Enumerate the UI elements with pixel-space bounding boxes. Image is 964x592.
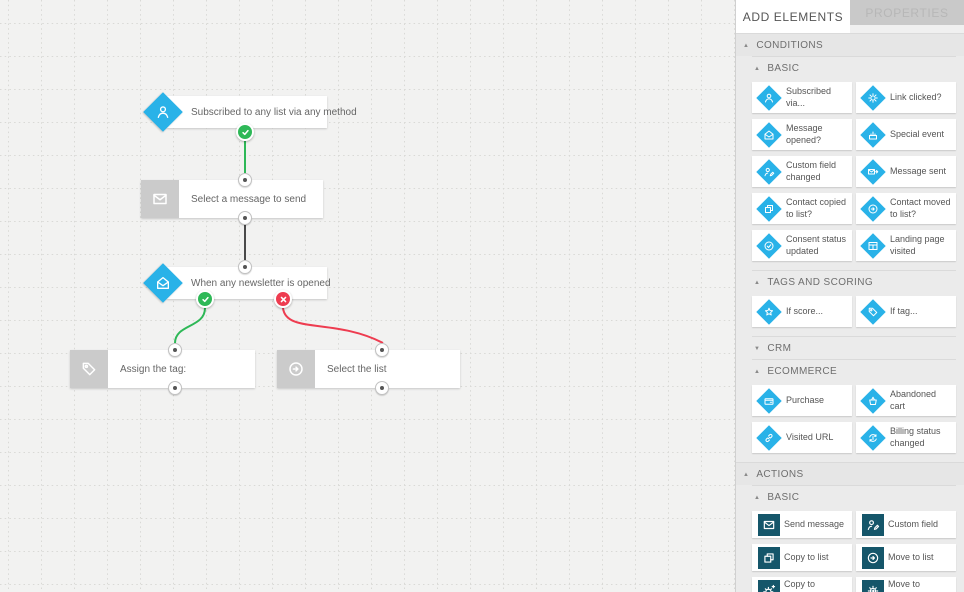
element-visited-url[interactable]: Visited URL <box>752 422 852 453</box>
check-circle-icon <box>755 232 782 259</box>
element-move-to-list[interactable]: Move to list <box>856 544 956 571</box>
element-contact-copied[interactable]: Contact copied to list? <box>752 193 852 224</box>
copy-icon <box>755 195 782 222</box>
collapse-triangle-icon: ▲ <box>743 471 750 478</box>
input-port[interactable] <box>375 343 389 357</box>
link-icon <box>755 424 782 451</box>
conditions-tags-grid: If score... If tag... <box>752 296 956 327</box>
actions-basic-grid: Send message Custom field Copy to list M… <box>752 511 956 592</box>
element-contact-moved[interactable]: Contact moved to list? <box>856 193 956 224</box>
node-label: When any newsletter is opened <box>191 277 331 289</box>
element-landing-page[interactable]: Landing page visited <box>856 230 956 261</box>
wallet-icon <box>755 387 782 414</box>
arrow-circle-icon <box>277 350 315 388</box>
arrow-circle-icon <box>862 546 884 569</box>
connection-yes-branch <box>174 307 206 344</box>
browser-icon <box>859 232 886 259</box>
basket-icon <box>859 387 886 414</box>
arrow-circle-icon <box>859 195 886 222</box>
element-consent-status[interactable]: Consent status updated <box>752 230 852 261</box>
envelope-icon <box>758 513 780 536</box>
sidebar-body: ▲ CONDITIONS ▲ BASIC Subscribed via... L… <box>736 33 964 592</box>
node-label: Subscribed to any list via any method <box>191 106 357 118</box>
output-port[interactable] <box>375 381 389 395</box>
subsection-actions-basic[interactable]: ▲ BASIC <box>752 485 956 508</box>
copy-icon <box>758 546 780 569</box>
star-icon <box>755 298 782 325</box>
tab-add-elements[interactable]: ADD ELEMENTS <box>736 0 850 33</box>
connections-layer <box>174 141 384 344</box>
input-port[interactable] <box>238 173 252 187</box>
section-actions[interactable]: ▲ ACTIONS <box>736 462 964 485</box>
element-custom-field-changed[interactable]: Custom field changed <box>752 156 852 187</box>
conditions-basic-grid: Subscribed via... Link clicked? Message … <box>752 82 956 261</box>
subsection-conditions-basic[interactable]: ▲ BASIC <box>752 56 956 79</box>
collapse-triangle-icon: ▲ <box>754 494 761 501</box>
node-subscribed[interactable]: Subscribed to any list via any method <box>143 92 357 132</box>
collapse-triangle-icon: ▲ <box>754 65 761 72</box>
input-port[interactable] <box>238 260 252 274</box>
conditions-ecommerce-grid: Purchase Abandoned cart Visited URL Bill… <box>752 385 956 453</box>
element-link-clicked[interactable]: Link clicked? <box>856 82 956 113</box>
envelope-send-icon <box>859 158 886 185</box>
element-special-event[interactable]: Special event <box>856 119 956 150</box>
subsection-conditions-ecommerce[interactable]: ▲ ECOMMERCE <box>752 359 956 382</box>
element-copy-to-workflow[interactable]: Copy to workflow <box>752 577 852 592</box>
canvas-dotted-grid <box>0 0 735 592</box>
person-icon <box>143 92 183 132</box>
element-move-to-workflow[interactable]: Move to workflow <box>856 577 956 592</box>
cake-icon <box>859 121 886 148</box>
subsection-conditions-tags[interactable]: ▲ TAGS AND SCORING <box>752 270 956 293</box>
connection-no-branch <box>282 307 384 344</box>
node-assign-tag[interactable]: Assign the tag: <box>70 350 255 388</box>
billing-refresh-icon <box>859 424 886 451</box>
node-label: Assign the tag: <box>120 363 187 375</box>
collapse-triangle-icon: ▲ <box>754 368 761 375</box>
element-message-sent[interactable]: Message sent <box>856 156 956 187</box>
element-billing-status[interactable]: Billing status changed <box>856 422 956 453</box>
subsection-conditions-crm[interactable]: ▼ CRM <box>752 336 956 359</box>
node-label: Select a message to send <box>191 193 307 205</box>
envelope-open-icon <box>755 121 782 148</box>
person-edit-icon <box>755 158 782 185</box>
envelope-open-icon <box>143 263 183 303</box>
element-send-message[interactable]: Send message <box>752 511 852 538</box>
tag-icon <box>859 298 886 325</box>
output-port[interactable] <box>238 211 252 225</box>
no-branch-x-icon[interactable] <box>274 290 292 308</box>
elements-sidebar: ADD ELEMENTS PROPERTIES ▲ CONDITIONS ▲ B… <box>735 0 964 592</box>
success-badge-check-icon[interactable] <box>236 123 254 141</box>
element-subscribed-via[interactable]: Subscribed via... <box>752 82 852 113</box>
node-label: Select the list <box>327 363 387 375</box>
tab-properties[interactable]: PROPERTIES <box>850 0 964 25</box>
person-edit-icon <box>862 513 884 536</box>
element-purchase[interactable]: Purchase <box>752 385 852 416</box>
yes-branch-check-icon[interactable] <box>196 290 214 308</box>
person-icon <box>755 84 782 111</box>
output-port[interactable] <box>168 381 182 395</box>
element-abandoned-cart[interactable]: Abandoned cart <box>856 385 956 416</box>
envelope-icon <box>141 180 179 218</box>
element-if-score[interactable]: If score... <box>752 296 852 327</box>
sidebar-tabs: ADD ELEMENTS PROPERTIES <box>736 0 964 33</box>
element-if-tag[interactable]: If tag... <box>856 296 956 327</box>
tag-icon <box>70 350 108 388</box>
gear-plus-icon <box>758 579 780 592</box>
gear-arrow-icon <box>862 579 884 592</box>
section-conditions[interactable]: ▲ CONDITIONS <box>736 33 964 56</box>
element-copy-to-list[interactable]: Copy to list <box>752 544 852 571</box>
collapse-triangle-icon: ▼ <box>754 345 761 352</box>
node-send-message[interactable]: Select a message to send <box>141 180 323 218</box>
collapse-triangle-icon: ▲ <box>754 279 761 286</box>
node-select-list[interactable]: Select the list <box>277 350 460 388</box>
input-port[interactable] <box>168 343 182 357</box>
element-message-opened[interactable]: Message opened? <box>752 119 852 150</box>
workflow-canvas[interactable]: Subscribed to any list via any method Se… <box>0 0 735 592</box>
element-custom-field[interactable]: Custom field <box>856 511 956 538</box>
link-clicked-icon <box>859 84 886 111</box>
collapse-triangle-icon: ▲ <box>743 42 750 49</box>
